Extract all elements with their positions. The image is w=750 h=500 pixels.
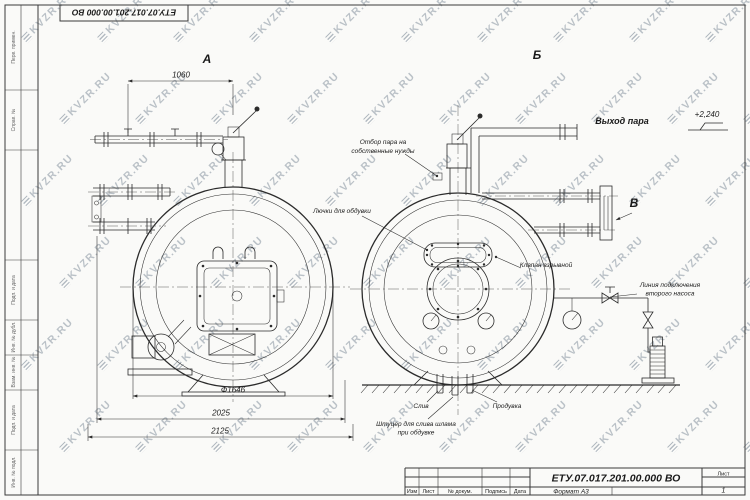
side-label: Подп. и дата	[11, 405, 17, 435]
dimension-1060: 1060	[127, 71, 234, 133]
own-needs-label: собственные нужды	[351, 147, 414, 155]
stamp-col-date: Дата	[514, 489, 527, 495]
view-a: А	[87, 52, 354, 441]
view-v-mark: В	[615, 196, 639, 221]
feed-piping: Линия подключения второго насоса	[553, 281, 701, 384]
stamp-col-sign: Подпись	[485, 489, 507, 495]
svg-text:Клапан взрывной: Клапан взрывной	[520, 261, 573, 269]
view-b-label: Б	[533, 48, 542, 62]
blowoff-hatch	[423, 242, 493, 268]
own-needs-tap: Отбор пара на собственные нужды	[351, 138, 443, 181]
view-v-label: В	[630, 196, 639, 210]
svg-text:при обдувке: при обдувке	[398, 429, 435, 437]
svg-text:Ф1646: Ф1646	[221, 386, 246, 395]
svg-text:1060: 1060	[172, 71, 190, 80]
explosion-valve-callout: Клапан взрывной	[494, 255, 573, 269]
stamp-col-izm: Изм	[407, 489, 417, 495]
elevation-value: +2,240	[695, 110, 720, 119]
furnace-door	[196, 260, 285, 332]
svg-text:Слив: Слив	[413, 403, 429, 410]
steam-out-label: Выход пара	[595, 116, 649, 126]
side-label: Инв. № дубл.	[11, 322, 17, 353]
burner-fan	[127, 319, 193, 376]
pressure-gauge-left	[211, 142, 225, 156]
drain-callout: Слив	[413, 390, 439, 410]
side-label: Подп. и дата	[11, 275, 17, 305]
doc-number-top: ЕТУ.07.017.201.00.000 ВО	[72, 8, 177, 18]
sight-glass	[476, 185, 618, 241]
ash-door	[208, 333, 256, 356]
sheet-label: Лист	[718, 472, 730, 478]
dimension-2125: 2125	[87, 424, 354, 441]
hatches-callout: Лючки для обдувки	[312, 207, 429, 252]
front-gauges	[422, 312, 495, 355]
dimension-2025: 2025	[96, 236, 346, 423]
drain-stubs	[436, 374, 474, 396]
dimension-diameter: Ф1646	[132, 290, 334, 399]
view-a-label: А	[202, 52, 212, 66]
elevation-mark: +2,240	[688, 110, 728, 131]
top-header-pipe	[90, 128, 228, 147]
sheet-frame: Перв. примен. Справ. № Подп. и дата Инв.…	[4, 4, 746, 496]
side-label: Взам. инв. №	[11, 357, 17, 388]
svg-text:Штуцер для слива шлама: Штуцер для слива шлама	[376, 420, 456, 428]
lifting-lugs	[212, 246, 256, 259]
view-b: Б	[312, 48, 728, 437]
water-level-pipes	[88, 184, 178, 234]
svg-text:2125: 2125	[210, 427, 229, 436]
sludge-callout: Штуцер для слива шлама при обдувке	[376, 396, 456, 437]
safety-valve-right	[446, 113, 483, 195]
doc-number-stamp: ЕТУ.07.017.201.00.000 ВО	[552, 473, 681, 485]
pressure-gauge-feed	[562, 310, 582, 330]
ground	[360, 370, 680, 394]
sheet-value: 1	[722, 488, 726, 495]
stamp-col-list: Лист	[423, 489, 435, 495]
own-needs-label: Отбор пара на	[360, 138, 407, 146]
steam-outlet-pipe	[470, 124, 578, 193]
second-pump-label: второго насоса	[646, 291, 695, 298]
second-pump-label: Линия подключения	[639, 281, 701, 289]
side-label: Перв. примен.	[11, 30, 17, 63]
stamp-col-doc: № докум.	[448, 489, 473, 495]
svg-text:Лючки для обдувки: Лючки для обдувки	[312, 207, 371, 215]
side-label: Инв. № подл.	[11, 456, 17, 487]
side-label: Справ. №	[11, 109, 17, 132]
safety-valve-left	[211, 106, 260, 188]
manhole	[426, 257, 490, 321]
title-block: Изм Лист № докум. Подпись Дата ЕТУ.07.01…	[404, 467, 745, 496]
format-label: Формат А3	[553, 489, 589, 496]
svg-text:2025: 2025	[211, 409, 230, 418]
saddle-support-right	[413, 370, 503, 386]
blowdown-callout: Продувка	[471, 389, 522, 410]
svg-text:Продувка: Продувка	[493, 402, 522, 410]
second-pump	[641, 336, 675, 384]
